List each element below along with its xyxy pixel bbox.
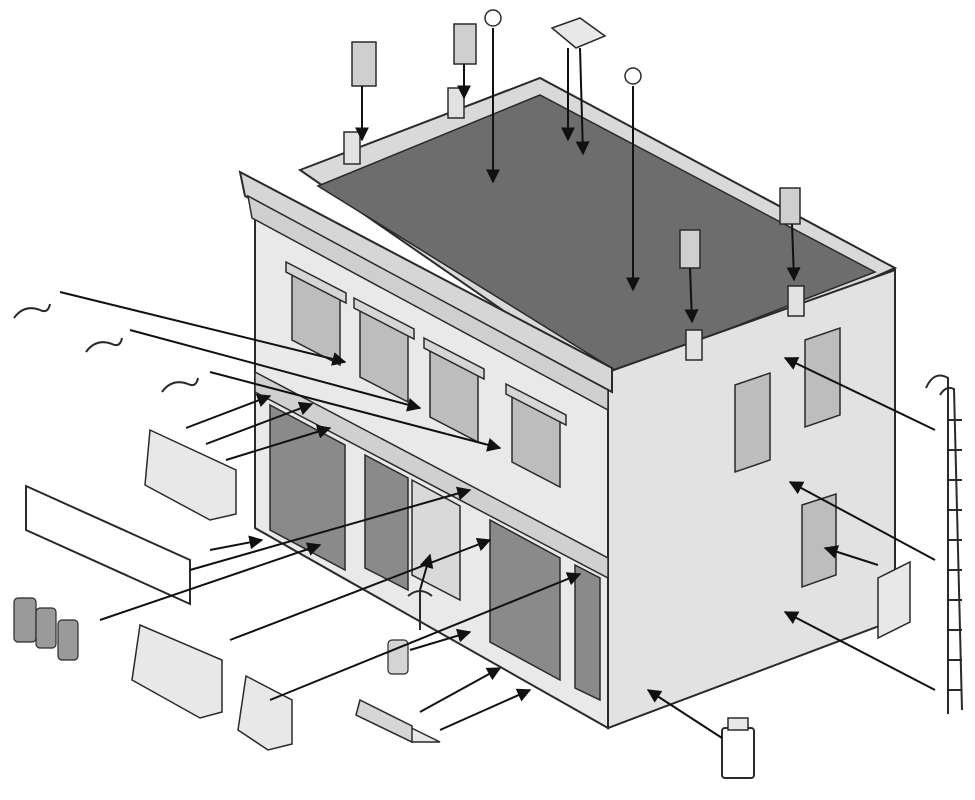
building (238, 76, 898, 730)
hook-icon (13, 303, 199, 393)
sign-icon (25, 484, 191, 606)
ladder-icon (925, 374, 963, 714)
upper-window-headers (285, 260, 567, 427)
storefront-band (254, 370, 609, 580)
barrel-icon (13, 597, 409, 675)
roof-surface (316, 94, 877, 373)
chimney-icon (351, 23, 801, 269)
bench-icon (355, 698, 441, 744)
vent-icon (484, 9, 642, 85)
bottle-icon (721, 717, 755, 779)
cornice-frieze (246, 194, 609, 412)
cornice (238, 170, 613, 394)
loose-parts (13, 9, 963, 779)
side-windows (734, 326, 841, 589)
poster-icon (877, 560, 911, 640)
awning-icon (131, 428, 293, 751)
assembly-arrows (59, 28, 936, 739)
lamp-icon (407, 590, 433, 630)
storefront-openings (269, 403, 601, 702)
skylight-icon (550, 17, 607, 49)
